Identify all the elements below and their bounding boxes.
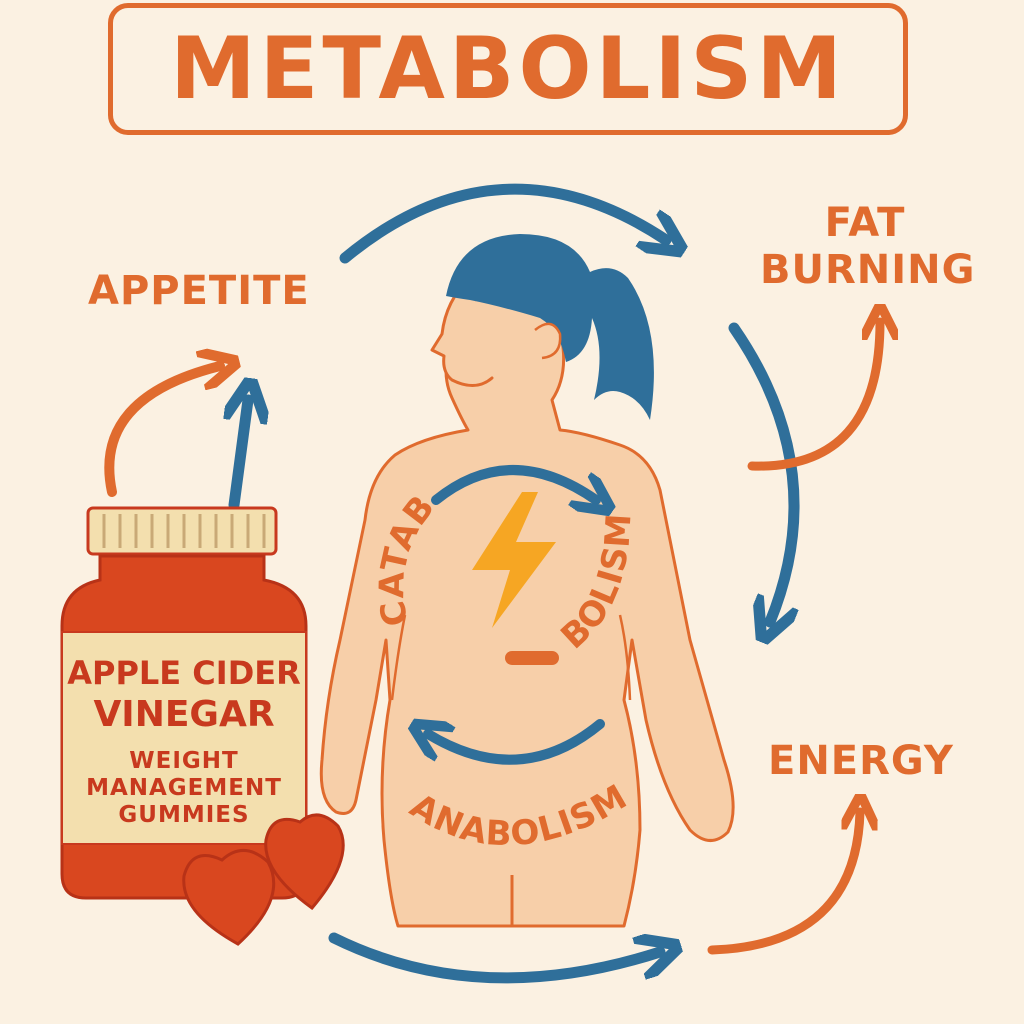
cycle-arrow-icon xyxy=(328,938,660,984)
woman-face xyxy=(430,276,494,387)
woman-body xyxy=(319,290,735,928)
fat-burning-label: FAT BURNING xyxy=(760,200,976,294)
cycle-arrow-icon xyxy=(707,812,860,955)
jar-lid-ridges xyxy=(102,514,266,548)
cycle-arrow-icon xyxy=(747,322,880,471)
woman-figure xyxy=(319,234,735,928)
cycle-arrow-icon xyxy=(339,183,666,264)
arm-line-left xyxy=(390,614,407,701)
supplement-jar xyxy=(60,506,308,900)
cycle-arrow-icon xyxy=(104,366,220,497)
cycle-arrow-icon xyxy=(728,322,800,622)
gummy-heart-icon xyxy=(182,849,276,946)
page-title: METABOLISM xyxy=(170,19,846,119)
jar-label xyxy=(61,631,307,845)
arm-line-right xyxy=(618,614,632,701)
cycle-arrow-icon xyxy=(234,400,248,511)
cycle-arrow-icon xyxy=(431,465,596,500)
product-name-line1: APPLE CIDER xyxy=(67,654,301,692)
product-description: WEIGHT MANAGEMENT GUMMIES xyxy=(86,748,282,829)
cycle-arrow-icon xyxy=(428,724,605,765)
woman-hair xyxy=(446,234,654,420)
appetite-label: APPETITE xyxy=(88,268,310,314)
title-box: METABOLISM xyxy=(108,3,908,135)
energy-label: ENERGY xyxy=(768,738,954,784)
product-name-line2: VINEGAR xyxy=(93,694,275,735)
woman-ear xyxy=(534,322,562,360)
lightning-bolt-icon xyxy=(472,492,556,628)
